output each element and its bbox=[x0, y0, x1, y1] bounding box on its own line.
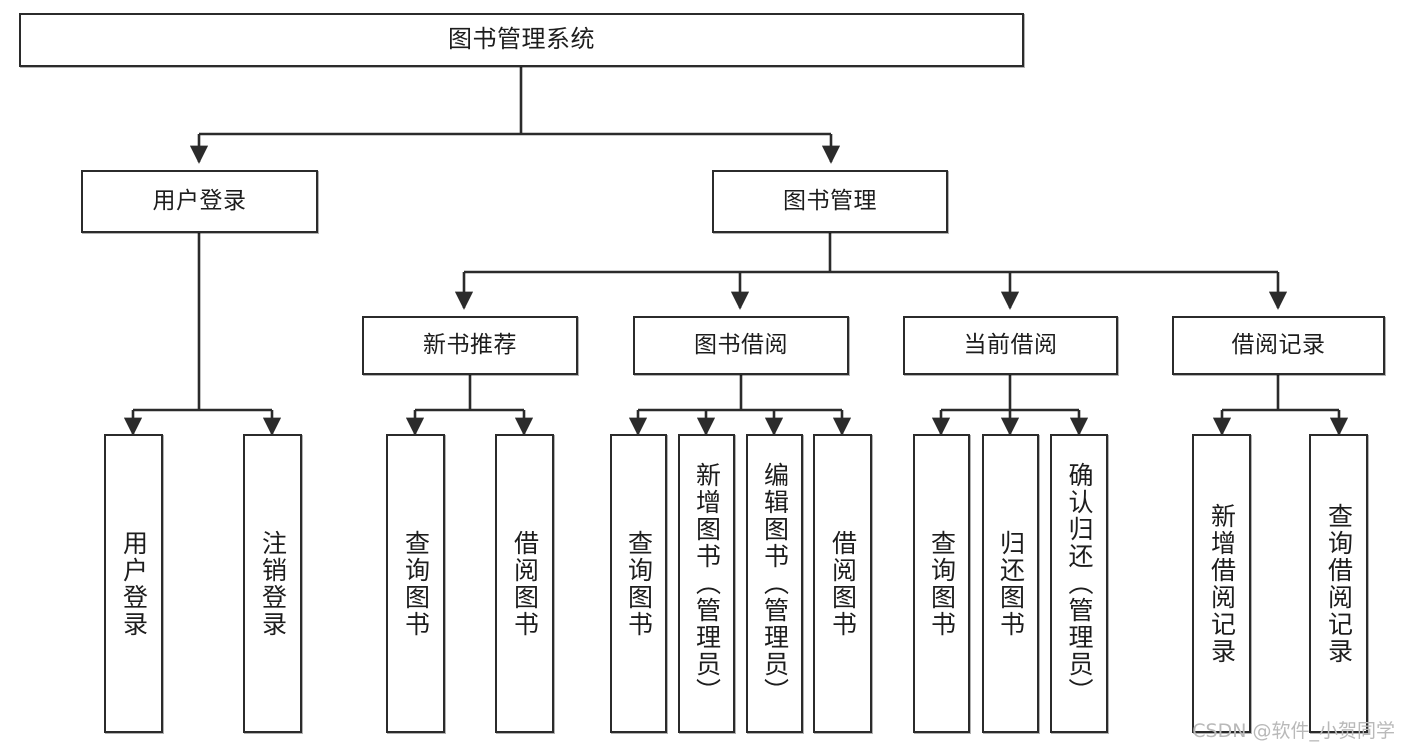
leaf-logout[interactable]: 注销登录 bbox=[243, 434, 302, 733]
node-root-label: 图书管理系统 bbox=[448, 25, 595, 54]
node-current-borrow-label: 当前借阅 bbox=[963, 332, 1058, 359]
leaf-return-book-label: 归还图书 bbox=[996, 529, 1026, 638]
leaf-borrow-book-2-label: 借阅图书 bbox=[828, 529, 858, 638]
node-book-borrow-label: 图书借阅 bbox=[694, 332, 788, 359]
leaf-confirm-return-label: 确认归还（管理员） bbox=[1065, 462, 1094, 705]
node-new-book-rec-label: 新书推荐 bbox=[423, 332, 517, 359]
leaf-confirm-return[interactable]: 确认归还（管理员） bbox=[1050, 434, 1108, 733]
node-user-login-label: 用户登录 bbox=[152, 188, 247, 215]
leaf-return-book[interactable]: 归还图书 bbox=[982, 434, 1039, 733]
leaf-query-book-3-label: 查询图书 bbox=[927, 529, 957, 638]
leaf-logout-label: 注销登录 bbox=[258, 529, 288, 638]
leaf-query-record-label: 查询借阅记录 bbox=[1324, 502, 1354, 665]
leaf-query-record[interactable]: 查询借阅记录 bbox=[1309, 434, 1368, 733]
leaf-query-book-1-label: 查询图书 bbox=[401, 529, 431, 638]
leaf-user-login-label: 用户登录 bbox=[119, 529, 149, 638]
node-book-manage-label: 图书管理 bbox=[783, 188, 877, 215]
leaf-borrow-book-1-label: 借阅图书 bbox=[510, 529, 540, 638]
watermark: CSDN @软件_小贺同学 bbox=[1192, 720, 1395, 742]
leaf-add-record[interactable]: 新增借阅记录 bbox=[1192, 434, 1251, 733]
node-new-book-rec[interactable]: 新书推荐 bbox=[362, 316, 578, 375]
leaf-add-book[interactable]: 新增图书（管理员） bbox=[678, 434, 735, 733]
node-user-login[interactable]: 用户登录 bbox=[81, 170, 318, 233]
leaf-edit-book[interactable]: 编辑图书（管理员） bbox=[746, 434, 803, 733]
leaf-edit-book-label: 编辑图书（管理员） bbox=[760, 462, 790, 705]
node-book-borrow[interactable]: 图书借阅 bbox=[633, 316, 849, 375]
leaf-add-book-label: 新增图书（管理员） bbox=[692, 462, 722, 705]
node-book-manage[interactable]: 图书管理 bbox=[712, 170, 948, 233]
leaf-borrow-book-2[interactable]: 借阅图书 bbox=[813, 434, 872, 733]
node-root[interactable]: 图书管理系统 bbox=[19, 13, 1024, 67]
leaf-query-book-1[interactable]: 查询图书 bbox=[386, 434, 445, 733]
node-borrow-record[interactable]: 借阅记录 bbox=[1172, 316, 1385, 375]
leaf-query-book-2[interactable]: 查询图书 bbox=[610, 434, 667, 733]
leaf-query-book-2-label: 查询图书 bbox=[624, 529, 654, 638]
leaf-borrow-book-1[interactable]: 借阅图书 bbox=[495, 434, 554, 733]
node-borrow-record-label: 借阅记录 bbox=[1231, 332, 1326, 359]
leaf-query-book-3[interactable]: 查询图书 bbox=[913, 434, 970, 733]
node-current-borrow[interactable]: 当前借阅 bbox=[903, 316, 1118, 375]
leaf-user-login[interactable]: 用户登录 bbox=[104, 434, 163, 733]
leaf-add-record-label: 新增借阅记录 bbox=[1207, 502, 1237, 665]
